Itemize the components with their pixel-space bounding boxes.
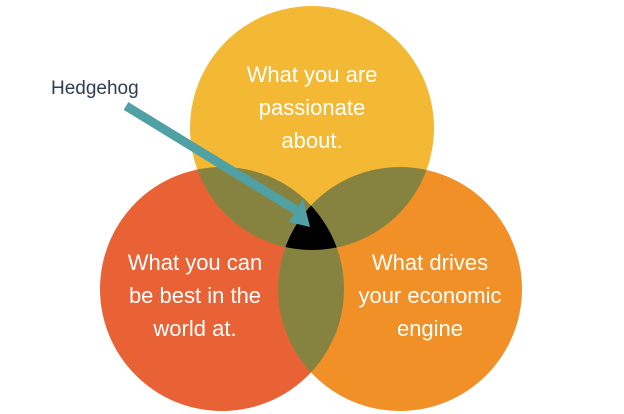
- left-line-1: What you can: [128, 250, 263, 275]
- right-line-3: engine: [397, 316, 463, 341]
- overlap-top-right: [278, 167, 434, 250]
- top-line-3: about.: [281, 128, 342, 153]
- left-line-2: be best in the: [129, 283, 261, 308]
- right-line-1: What drives: [372, 250, 488, 275]
- left-line-3: world at.: [152, 316, 236, 341]
- top-line-2: passionate: [259, 95, 365, 120]
- overlap-top-left: [190, 167, 344, 250]
- hedgehog-label: Hedgehog: [51, 78, 139, 99]
- arrow-icon: [123, 102, 310, 227]
- top-line-1: What you are: [247, 62, 378, 87]
- right-line-2: your economic: [358, 283, 501, 308]
